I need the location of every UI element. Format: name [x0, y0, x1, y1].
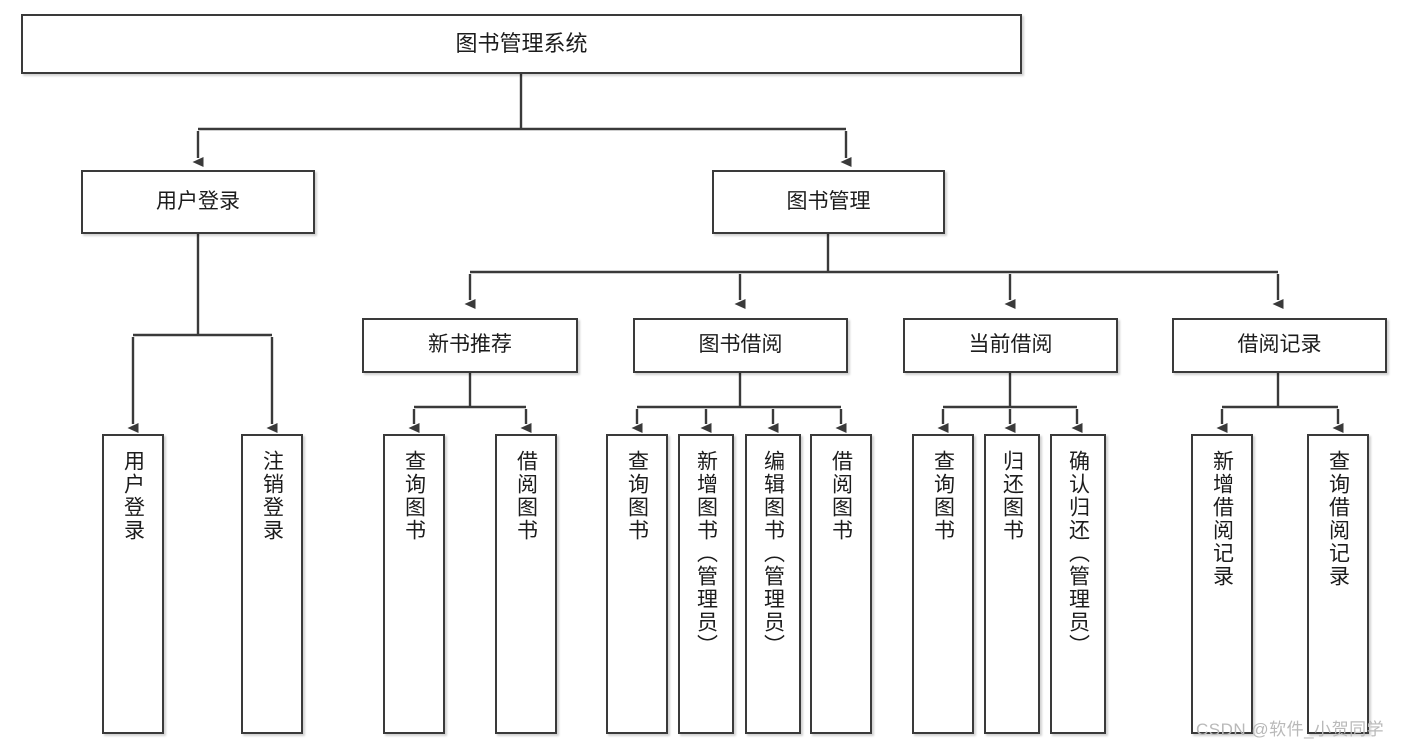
node-book-manage[interactable]: 图书管理: [712, 170, 945, 234]
node-leaf-logout-login[interactable]: 注销登录: [241, 434, 303, 734]
node-book-manage-label: 图书管理: [786, 189, 871, 213]
node-leaf-query-book-1-label: 查询图书: [402, 450, 426, 542]
node-leaf-return-book-label: 归还图书: [1000, 450, 1024, 542]
node-book-borrow[interactable]: 图书借阅: [633, 318, 848, 373]
node-leaf-query-borrow-record-label: 查询借阅记录: [1326, 450, 1350, 588]
node-leaf-add-borrow-record[interactable]: 新增借阅记录: [1191, 434, 1253, 734]
node-leaf-query-book-1[interactable]: 查询图书: [383, 434, 445, 734]
node-leaf-borrow-book-2[interactable]: 借阅图书: [810, 434, 872, 734]
node-borrow-record[interactable]: 借阅记录: [1172, 318, 1387, 373]
node-leaf-borrow-book-1[interactable]: 借阅图书: [495, 434, 557, 734]
node-user-login-label: 用户登录: [156, 189, 240, 213]
node-user-login[interactable]: 用户登录: [81, 170, 315, 234]
node-leaf-add-borrow-record-label: 新增借阅记录: [1210, 450, 1234, 588]
node-leaf-user-login-label: 用户登录: [121, 450, 145, 542]
node-leaf-query-borrow-record[interactable]: 查询借阅记录: [1307, 434, 1369, 734]
node-leaf-query-book-2[interactable]: 查询图书: [606, 434, 668, 734]
node-root-label: 图书管理系统: [455, 31, 588, 57]
node-leaf-query-book-3-label: 查询图书: [931, 450, 955, 542]
node-current-borrow[interactable]: 当前借阅: [903, 318, 1118, 373]
node-book-borrow-label: 图书借阅: [698, 333, 783, 357]
node-leaf-user-login[interactable]: 用户登录: [102, 434, 164, 734]
node-new-book-recommend-label: 新书推荐: [428, 333, 512, 357]
node-leaf-confirm-return[interactable]: 确认归还（管理员）: [1050, 434, 1106, 734]
node-leaf-query-book-2-label: 查询图书: [625, 450, 649, 542]
node-leaf-add-book[interactable]: 新增图书（管理员）: [678, 434, 734, 734]
node-leaf-confirm-return-label: 确认归还（管理员）: [1066, 450, 1090, 657]
node-leaf-edit-book-label: 编辑图书（管理员）: [761, 450, 785, 657]
node-leaf-borrow-book-2-label: 借阅图书: [829, 450, 853, 542]
node-leaf-borrow-book-1-label: 借阅图书: [514, 450, 538, 542]
node-leaf-add-book-label: 新增图书（管理员）: [694, 450, 718, 657]
node-leaf-edit-book[interactable]: 编辑图书（管理员）: [745, 434, 801, 734]
node-borrow-record-label: 借阅记录: [1237, 333, 1322, 357]
node-current-borrow-label: 当前借阅: [968, 333, 1053, 357]
node-new-book-recommend[interactable]: 新书推荐: [362, 318, 578, 373]
node-leaf-logout-login-label: 注销登录: [260, 450, 284, 542]
node-leaf-query-book-3[interactable]: 查询图书: [912, 434, 974, 734]
csdn-watermark: CSDN @软件_小贺同学: [1196, 720, 1385, 739]
node-leaf-return-book[interactable]: 归还图书: [984, 434, 1040, 734]
node-root[interactable]: 图书管理系统: [21, 14, 1022, 74]
